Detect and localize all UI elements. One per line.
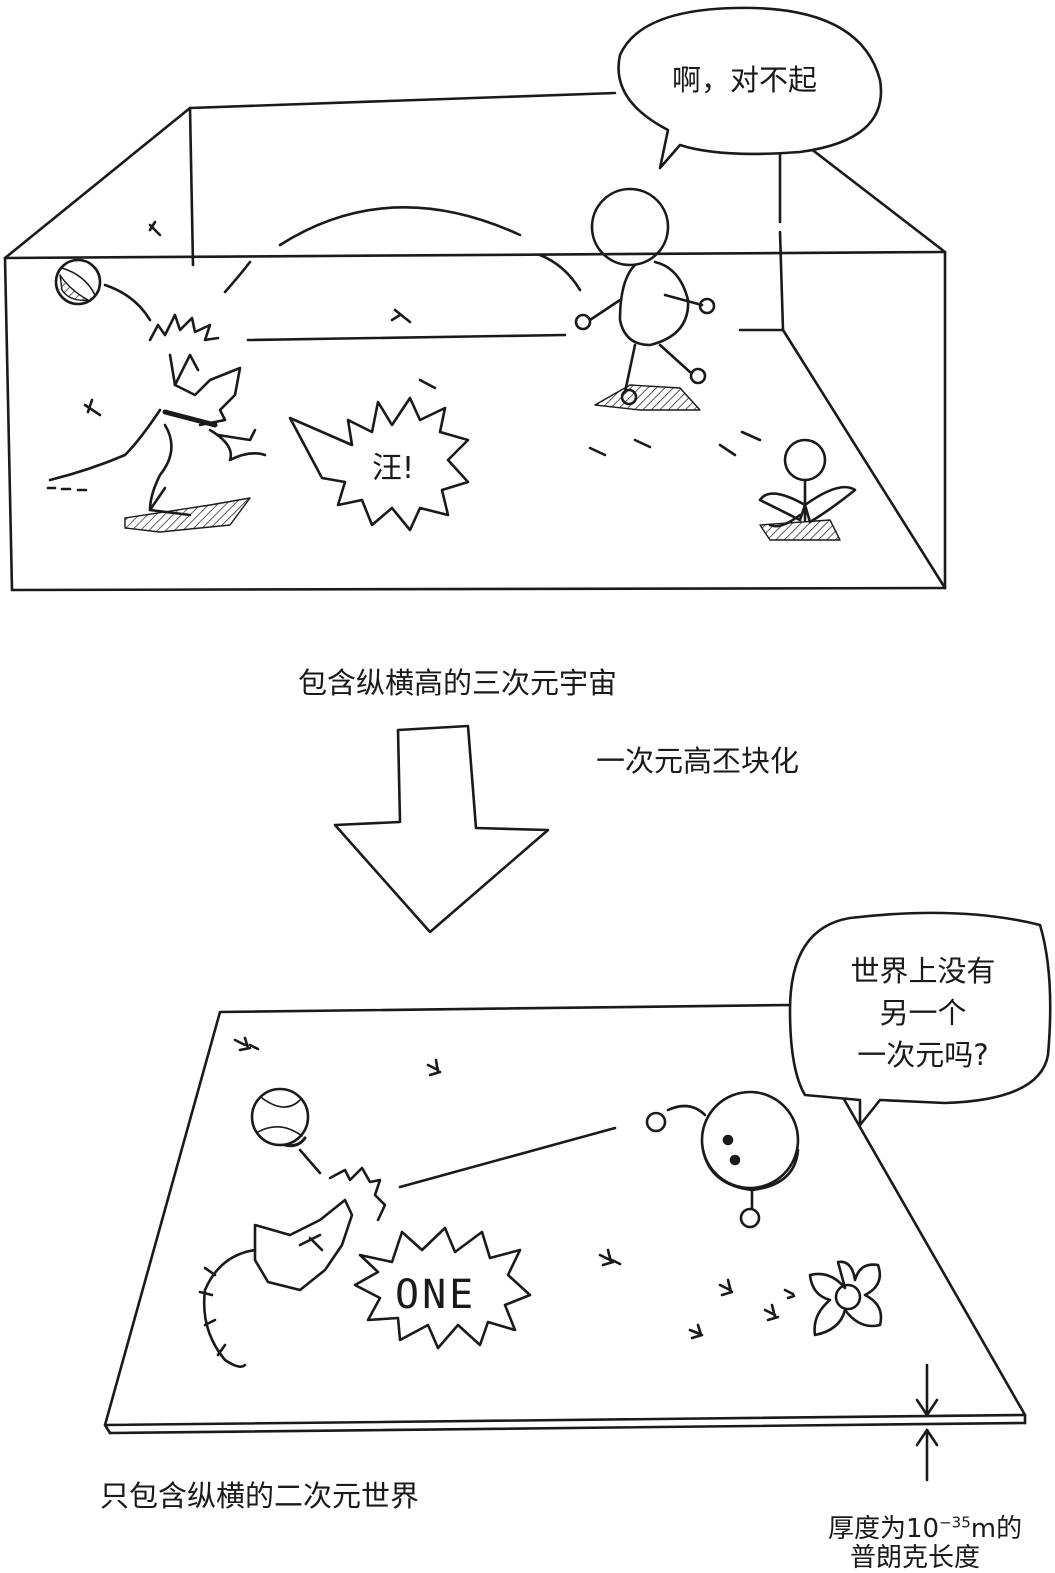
flat-person-icon — [645, 1090, 800, 1229]
down-arrow-icon — [333, 724, 550, 934]
thickness-note-line-2: 普朗克长度 — [850, 1543, 981, 1573]
flat-seeds-icon — [233, 1036, 796, 1340]
speech-question-text: 世界上没有 另一个 一次元吗? — [808, 950, 1038, 1076]
speech-question-line-2: 另一个 — [879, 996, 967, 1031]
bottom-caption: 只包含纵横的二次元世界 — [100, 1479, 420, 1513]
top-caption: 包含纵横高的三次元宇宙 — [298, 666, 618, 700]
thickness-note-exponent: −35 — [939, 1513, 971, 1532]
speech-bubble-top — [617, 6, 883, 170]
speech-question-line-3: 一次元吗? — [857, 1038, 989, 1073]
speech-question-line-1: 世界上没有 — [850, 954, 996, 988]
thickness-indicator-icon — [915, 1363, 939, 1482]
bark-top-text: 汪! — [372, 451, 415, 486]
transition-label: 一次元高丕块化 — [596, 744, 800, 778]
dandelion-flower-icon — [758, 438, 857, 541]
dog-figure-icon — [48, 313, 267, 533]
dog-flat-icon — [198, 1198, 354, 1368]
impact-burst-bottom — [328, 1126, 617, 1222]
floating-seeds-icon — [46, 220, 762, 492]
ball-trajectory-arc — [103, 206, 582, 322]
speech-sorry-text: 啊，对不起 — [672, 63, 818, 97]
two-dimensional-plane — [103, 1003, 1027, 1435]
bark-burst-top — [288, 396, 470, 532]
stick-person-icon — [574, 187, 716, 411]
flat-flower-icon — [808, 1260, 883, 1337]
bark-bottom-text: ONE — [395, 1272, 477, 1318]
thickness-note: 厚度为10−35m的 — [828, 1513, 1022, 1546]
thickness-note-suffix: m的 — [970, 1514, 1023, 1544]
tennis-ball-flat-icon — [250, 1087, 322, 1175]
tennis-ball-icon — [54, 258, 102, 306]
bark-burst-bottom — [353, 1226, 532, 1350]
thickness-note-prefix: 厚度为10 — [828, 1514, 940, 1544]
speech-bubble-bottom — [788, 911, 1052, 1127]
